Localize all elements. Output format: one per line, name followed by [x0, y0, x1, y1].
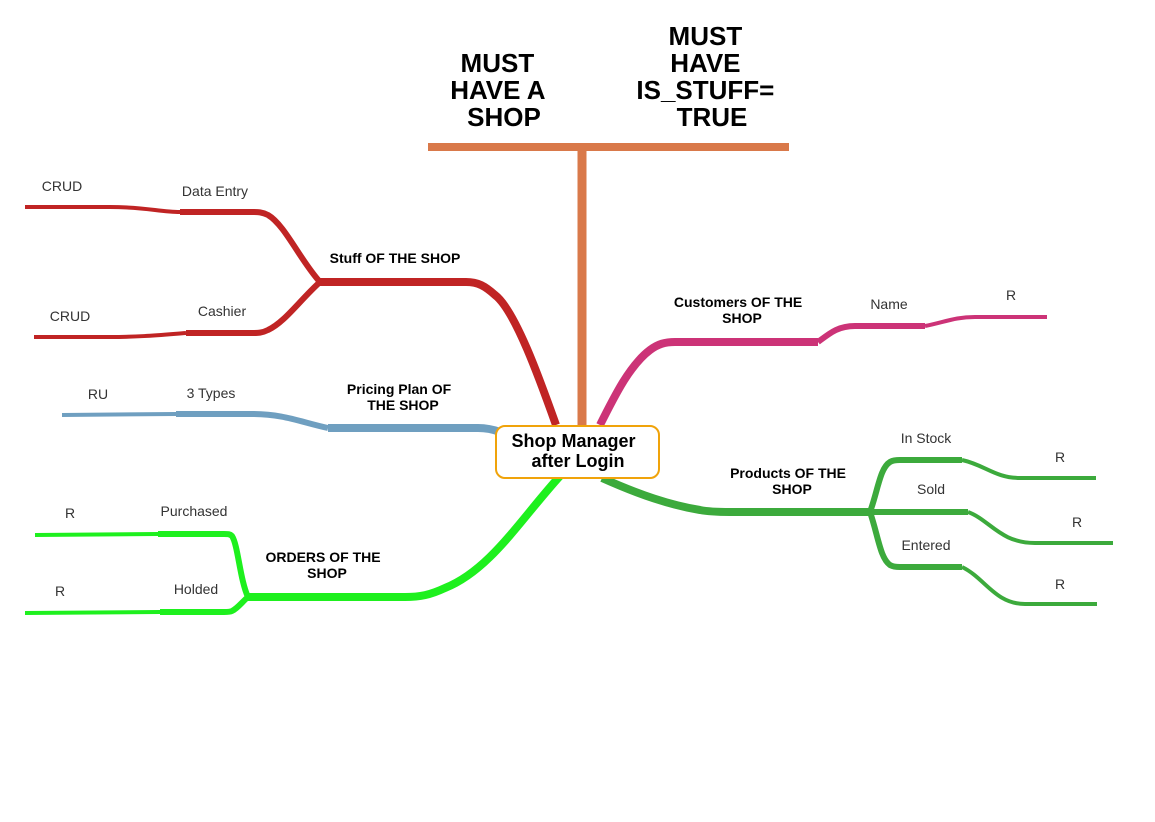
- products-entered-r-line: [961, 565, 1097, 606]
- cashier-label: Cashier: [198, 303, 247, 319]
- products-sold-r-line: [967, 510, 1113, 545]
- products-in-stock-r-line: [961, 458, 1096, 480]
- pricing-label-line-1: Pricing Plan OF: [347, 381, 452, 397]
- center-node[interactable]: Shop Manager after Login: [495, 425, 660, 479]
- stuff-data-entry-crud-line: [25, 205, 181, 214]
- data-entry-crud-label: CRUD: [42, 178, 82, 194]
- products-branch: [600, 457, 1113, 606]
- orders-main-line: [248, 473, 563, 601]
- customers-name-line: [816, 323, 925, 345]
- sold-label: Sold: [917, 481, 945, 497]
- orders-label: ORDERS OF THE SHOP: [265, 549, 384, 581]
- pricing-ru-line: [61, 412, 177, 417]
- pricing-branch: [61, 411, 502, 436]
- customers-name-label: Name: [870, 296, 908, 312]
- orders-label-line-1: ORDERS OF THE: [265, 549, 380, 565]
- products-label-line-1: Products OF THE: [730, 465, 846, 481]
- stuff-data-entry-line: [180, 209, 323, 285]
- pricing-label: Pricing Plan OF THE SHOP: [347, 381, 455, 413]
- center-node-line-1: Shop Manager: [511, 431, 635, 451]
- customers-label-line-1: Customers OF THE: [674, 294, 802, 310]
- products-entered-line: [867, 511, 962, 570]
- must-have-shop-line-2: HAVE A: [450, 75, 546, 105]
- orders-purchased-line: [158, 531, 251, 599]
- customers-main-line: [596, 338, 818, 427]
- orders-purchased-r-line: [34, 532, 159, 537]
- pricing-types-label: 3 Types: [187, 385, 236, 401]
- products-main-line: [600, 474, 870, 516]
- holded-label: Holded: [174, 581, 218, 597]
- stuff-main-line: [320, 278, 560, 427]
- center-node-line-2: after Login: [532, 451, 625, 471]
- must-have-shop-label: MUST HAVE A SHOP: [450, 48, 552, 132]
- must-have-stuff-line-2: HAVE: [670, 48, 740, 78]
- must-have-connector: [428, 143, 789, 425]
- products-in-stock-line: [867, 457, 962, 514]
- customers-name-r-line: [924, 315, 1047, 328]
- orders-holded-line: [160, 594, 250, 615]
- must-have-shop-line-1: MUST: [461, 48, 535, 78]
- entered-label: Entered: [901, 537, 950, 553]
- center-node-box[interactable]: [495, 425, 660, 479]
- pricing-ru-label: RU: [88, 386, 108, 402]
- purchased-r-label: R: [65, 505, 75, 521]
- in-stock-r-label: R: [1055, 449, 1065, 465]
- entered-r-label: R: [1055, 576, 1065, 592]
- customers-label-line-2: SHOP: [722, 310, 762, 326]
- pricing-main-line: [328, 424, 502, 436]
- stuff-label: Stuff OF THE SHOP: [330, 250, 461, 266]
- orders-branch: [24, 473, 563, 615]
- must-have-stuff-line-3: IS_STUFF=: [636, 75, 774, 105]
- purchased-label: Purchased: [161, 503, 228, 519]
- center-node-label: Shop Manager after Login: [511, 431, 640, 471]
- customers-branch: [596, 315, 1047, 427]
- products-label-line-2: SHOP: [772, 481, 812, 497]
- stuff-branch: [25, 205, 560, 427]
- pricing-types-line: [176, 411, 329, 431]
- must-have-stuff-line-1: MUST: [669, 21, 743, 51]
- pricing-label-line-2: THE SHOP: [367, 397, 439, 413]
- must-have-is-stuff-label: MUST HAVE IS_STUFF= TRUE: [636, 21, 781, 132]
- holded-r-label: R: [55, 583, 65, 599]
- sold-r-label: R: [1072, 514, 1082, 530]
- stuff-cashier-crud-line: [34, 331, 187, 339]
- customers-label: Customers OF THE SHOP: [674, 294, 806, 326]
- cashier-crud-label: CRUD: [50, 308, 90, 324]
- products-label: Products OF THE SHOP: [730, 465, 850, 497]
- orders-label-line-2: SHOP: [307, 565, 347, 581]
- customers-name-r-label: R: [1006, 287, 1016, 303]
- data-entry-label: Data Entry: [182, 183, 248, 199]
- stuff-cashier-line: [186, 279, 323, 336]
- must-have-shop-line-3: SHOP: [467, 102, 541, 132]
- must-have-stuff-line-4: TRUE: [677, 102, 748, 132]
- in-stock-label: In Stock: [901, 430, 953, 446]
- orders-holded-r-line: [24, 610, 161, 615]
